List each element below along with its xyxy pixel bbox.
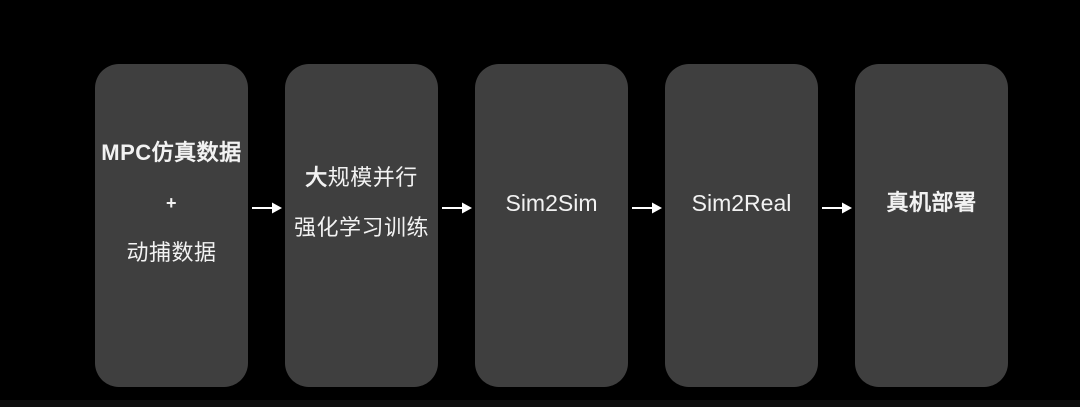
connector-1 bbox=[248, 64, 285, 387]
stage5-label-real-deployment: 真机部署 bbox=[886, 189, 977, 215]
stage2-line1-bold-part: 大 bbox=[305, 164, 328, 190]
stage3-label-sim2sim: Sim2Sim bbox=[505, 189, 598, 216]
arrow-right-icon bbox=[631, 202, 662, 213]
bottom-edge-band bbox=[0, 400, 1080, 407]
stage-content: 大规模并行 强化学习训练 bbox=[294, 163, 429, 243]
stage4-label-sim2real: Sim2Real bbox=[691, 189, 792, 216]
stage-box-real-deployment: 真机部署 bbox=[855, 64, 1008, 387]
stage-content: Sim2Sim bbox=[505, 188, 597, 218]
connector-4 bbox=[818, 64, 855, 387]
stage-content: MPC仿真数据 + 动捕数据 bbox=[101, 138, 241, 268]
stage-content: Sim2Real bbox=[692, 188, 792, 218]
connector-2 bbox=[438, 64, 475, 387]
plus-sign: + bbox=[165, 192, 177, 213]
stage2-line1-rest-part: 规模并行 bbox=[327, 164, 418, 190]
arrow-right-icon bbox=[441, 202, 472, 213]
pipeline-flowchart: MPC仿真数据 + 动捕数据 大规模并行 强化学习训练 bbox=[95, 64, 1008, 387]
stage-content: 真机部署 bbox=[886, 188, 976, 218]
stage-box-rl-training: 大规模并行 强化学习训练 bbox=[285, 64, 438, 387]
stage-box-data-sources: MPC仿真数据 + 动捕数据 bbox=[95, 64, 248, 387]
arrow-right-icon bbox=[251, 202, 282, 213]
stage-box-sim2sim: Sim2Sim bbox=[475, 64, 628, 387]
stage2-line2-rl-training: 强化学习训练 bbox=[293, 214, 429, 240]
connector-3 bbox=[628, 64, 665, 387]
stage-box-sim2real: Sim2Real bbox=[665, 64, 818, 387]
arrow-right-icon bbox=[821, 202, 852, 213]
stage2-line1-large-scale-parallel: 大规模并行 bbox=[305, 163, 418, 193]
stage1-line1-mpc-sim-data: MPC仿真数据 bbox=[101, 139, 242, 165]
stage1-line2-mocap-data: 动捕数据 bbox=[126, 239, 217, 265]
